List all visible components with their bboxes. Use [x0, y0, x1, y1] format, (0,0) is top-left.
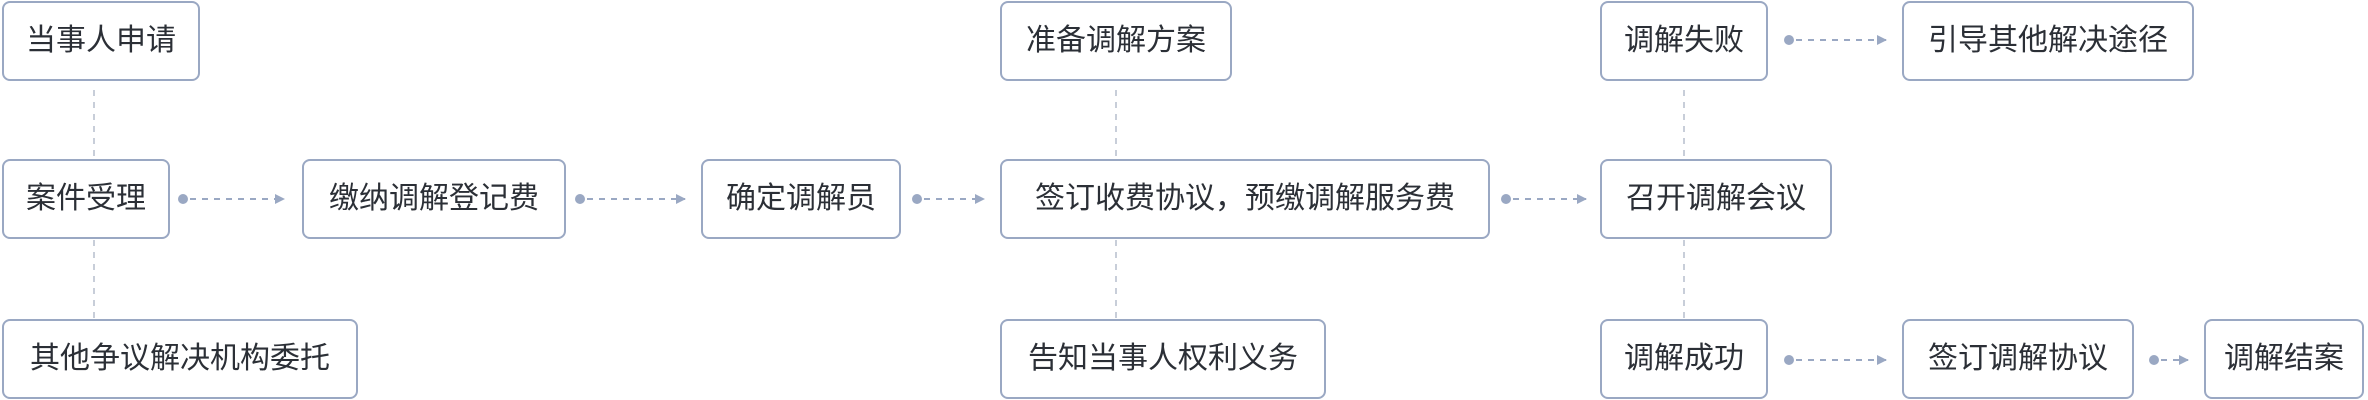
node-entrust: 其他争议解决机构委托 [2, 319, 358, 399]
node-success: 调解成功 [1600, 319, 1768, 399]
node-sign: 签订调解协议 [1902, 319, 2134, 399]
arrow-agreement-meeting [1501, 194, 1587, 204]
node-plan: 准备调解方案 [1000, 1, 1232, 81]
node-close: 调解结案 [2204, 319, 2364, 399]
node-agreement: 签订收费协议，预缴调解服务费 [1000, 159, 1490, 239]
node-fail: 调解失败 [1600, 1, 1768, 81]
node-other-ways: 引导其他解决途径 [1902, 1, 2194, 81]
node-meeting: 召开调解会议 [1600, 159, 1832, 239]
arrow-fail-other-ways [1784, 35, 1887, 45]
arrow-mediator-agreement [912, 194, 985, 204]
node-mediator: 确定调解员 [701, 159, 901, 239]
node-fee: 缴纳调解登记费 [302, 159, 566, 239]
node-inform: 告知当事人权利义务 [1000, 319, 1326, 399]
node-apply: 当事人申请 [2, 1, 200, 81]
arrow-success-sign [1784, 355, 1887, 365]
arrow-accept-fee [178, 194, 285, 204]
node-accept: 案件受理 [2, 159, 170, 239]
arrow-sign-close [2149, 355, 2189, 365]
arrow-fee-mediator [575, 194, 686, 204]
